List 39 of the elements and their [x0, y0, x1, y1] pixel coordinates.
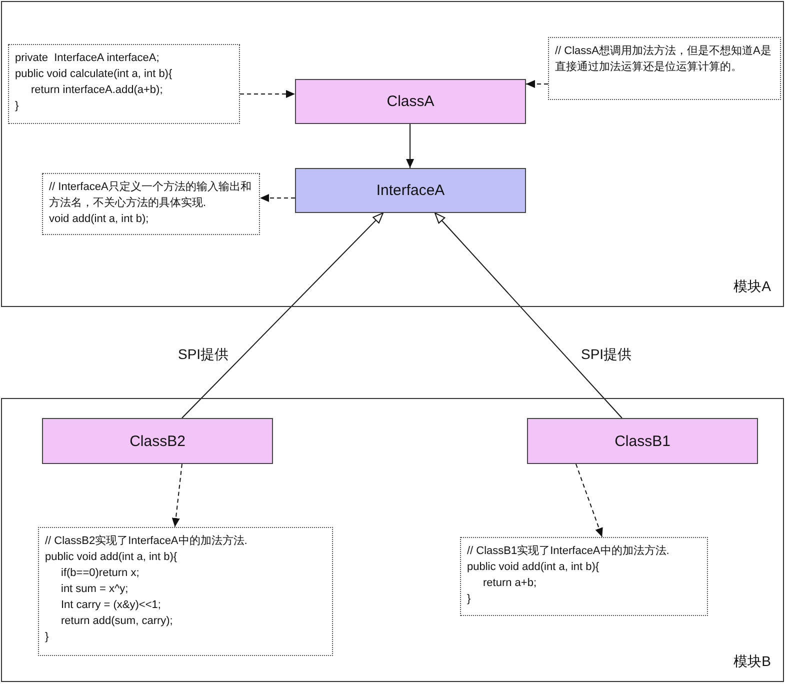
class-box: ClassA: [295, 79, 526, 124]
arrow: [406, 124, 414, 168]
arrow: [575, 464, 603, 538]
comment-text: // InterfaceA只定义一个方法的输入输出和方法名，不关心方法的具体实现.: [49, 180, 252, 211]
code-note: [42, 173, 260, 235]
code-note: [8, 44, 240, 124]
module-frame: [1, 398, 784, 682]
arrow: [434, 212, 622, 418]
arrow: [526, 80, 548, 88]
code-line: public void add(int a, int b){: [45, 550, 178, 565]
class-box: ClassB2: [42, 418, 273, 464]
code-line: return add(sum, carry);: [61, 614, 173, 629]
code-line: void add(int a, int b);: [49, 212, 149, 227]
comment-text: // ClassA想调用加法方法，但是不想知道A是直接通过加法运算还是位运算计算的。: [555, 44, 772, 75]
class-box: ClassB1: [527, 418, 758, 464]
module-label: 模块B: [734, 653, 771, 671]
module-label: 模块A: [734, 278, 771, 296]
code-line: // ClassB1实现了InterfaceA中的加法方法.: [467, 544, 670, 559]
code-line: return a+b;: [483, 576, 537, 591]
arrow: [240, 90, 296, 98]
code-line: }: [45, 630, 49, 645]
code-line: }: [467, 592, 471, 607]
code-line: int sum = x^y;: [61, 582, 128, 597]
code-line: if(b==0)return x;: [61, 566, 140, 581]
code-line: // ClassB2实现了InterfaceA中的加法方法.: [45, 534, 248, 549]
module-frame: [1, 1, 784, 307]
class-box: InterfaceA: [295, 168, 526, 213]
code-line: return interfaceA.add(a+b);: [31, 83, 163, 98]
arrow: [260, 194, 296, 202]
code-note: [460, 537, 708, 616]
code-line: public void add(int a, int b){: [467, 560, 600, 575]
code-line: private InterfaceA interfaceA;: [15, 51, 160, 66]
code-line: }: [15, 99, 19, 114]
code-line: Int carry = (x&y)<<1;: [61, 598, 161, 613]
code-line: public void calculate(int a, int b){: [15, 67, 172, 82]
arrow: [172, 464, 182, 528]
arrow: [181, 212, 384, 418]
code-note: [548, 37, 781, 100]
code-note: [38, 527, 333, 656]
